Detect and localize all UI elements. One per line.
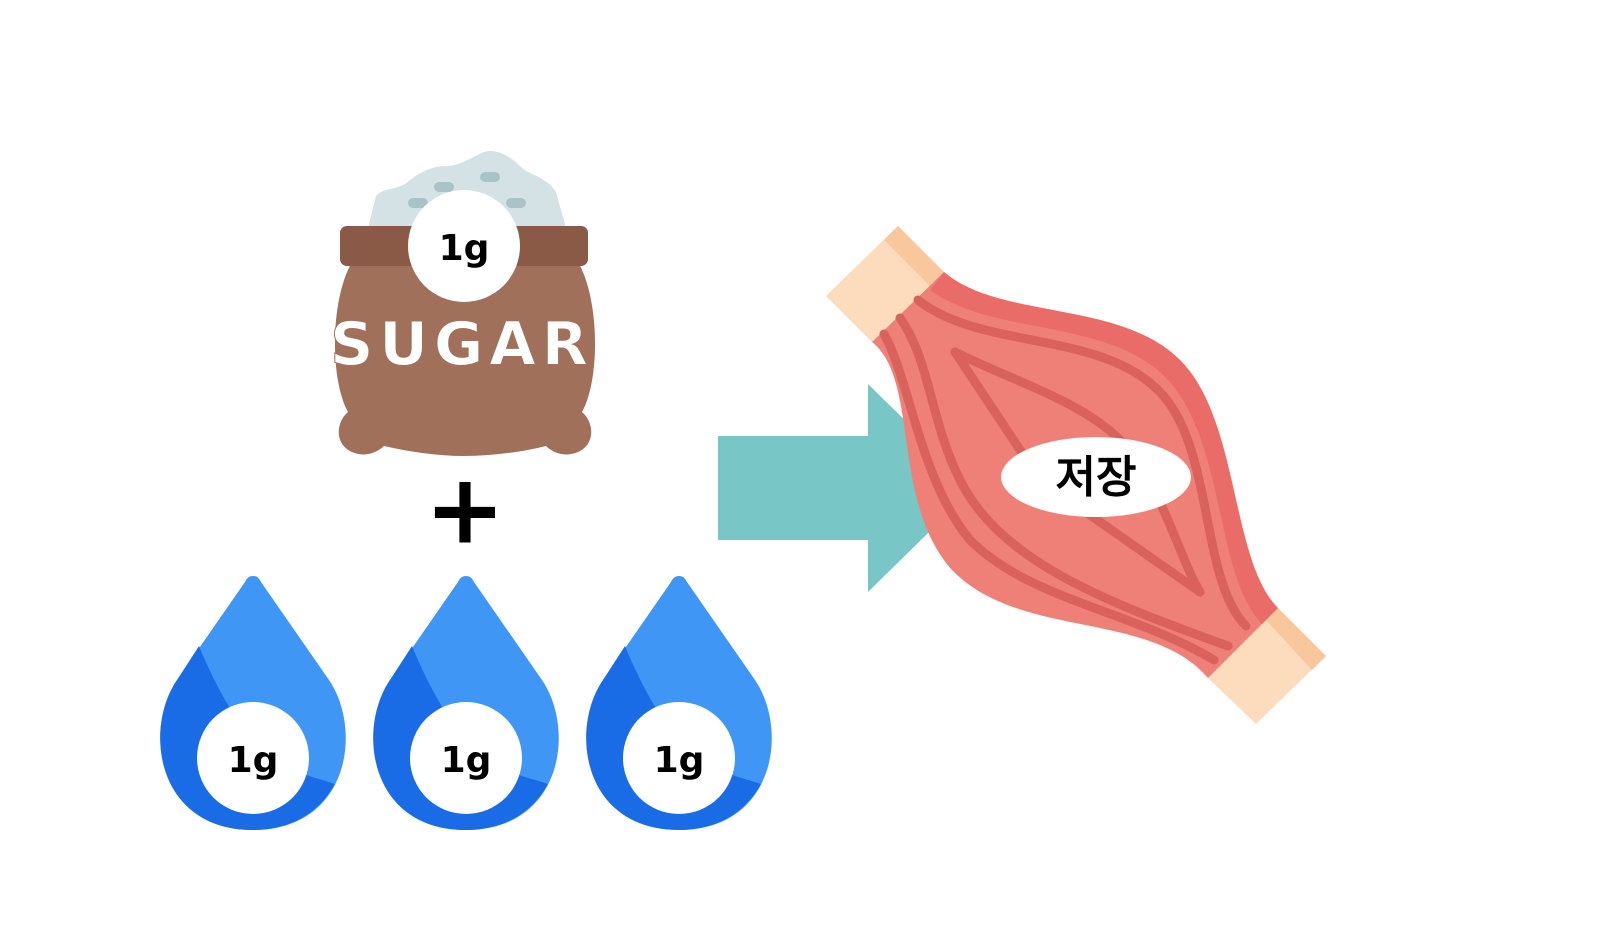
muscle-tendon-top xyxy=(826,226,944,342)
water-amount-label: 1g xyxy=(441,740,492,781)
sugar-grains xyxy=(408,172,526,208)
muscle-icon: 저장 xyxy=(826,226,1326,724)
sugar-bag-icon: 1g SUGAR xyxy=(330,150,596,456)
muscle-outline-top xyxy=(930,272,1278,624)
muscle-label: 저장 xyxy=(1056,452,1137,503)
water-amount-badge xyxy=(410,702,522,814)
water-amount-label: 1g xyxy=(654,740,705,781)
sugar-bag-body xyxy=(334,262,596,456)
water-amount-badge xyxy=(623,702,735,814)
sugar-amount-badge xyxy=(408,190,520,302)
water-drop-icon: 1g xyxy=(586,576,772,830)
muscle-tendon-bottom xyxy=(1208,608,1326,724)
sugar-pile xyxy=(368,150,566,228)
sugar-word: SUGAR xyxy=(330,310,594,380)
water-drop-icon: 1g xyxy=(373,576,559,830)
water-drop-icon: 1g xyxy=(160,576,346,830)
sugar-amount-label: 1g xyxy=(439,228,490,269)
plus-sign: + xyxy=(425,453,505,565)
water-drops: 1g 1g 1g xyxy=(160,576,772,830)
water-amount-badge xyxy=(197,702,309,814)
water-amount-label: 1g xyxy=(228,740,279,781)
muscle-label-badge xyxy=(1001,437,1191,517)
